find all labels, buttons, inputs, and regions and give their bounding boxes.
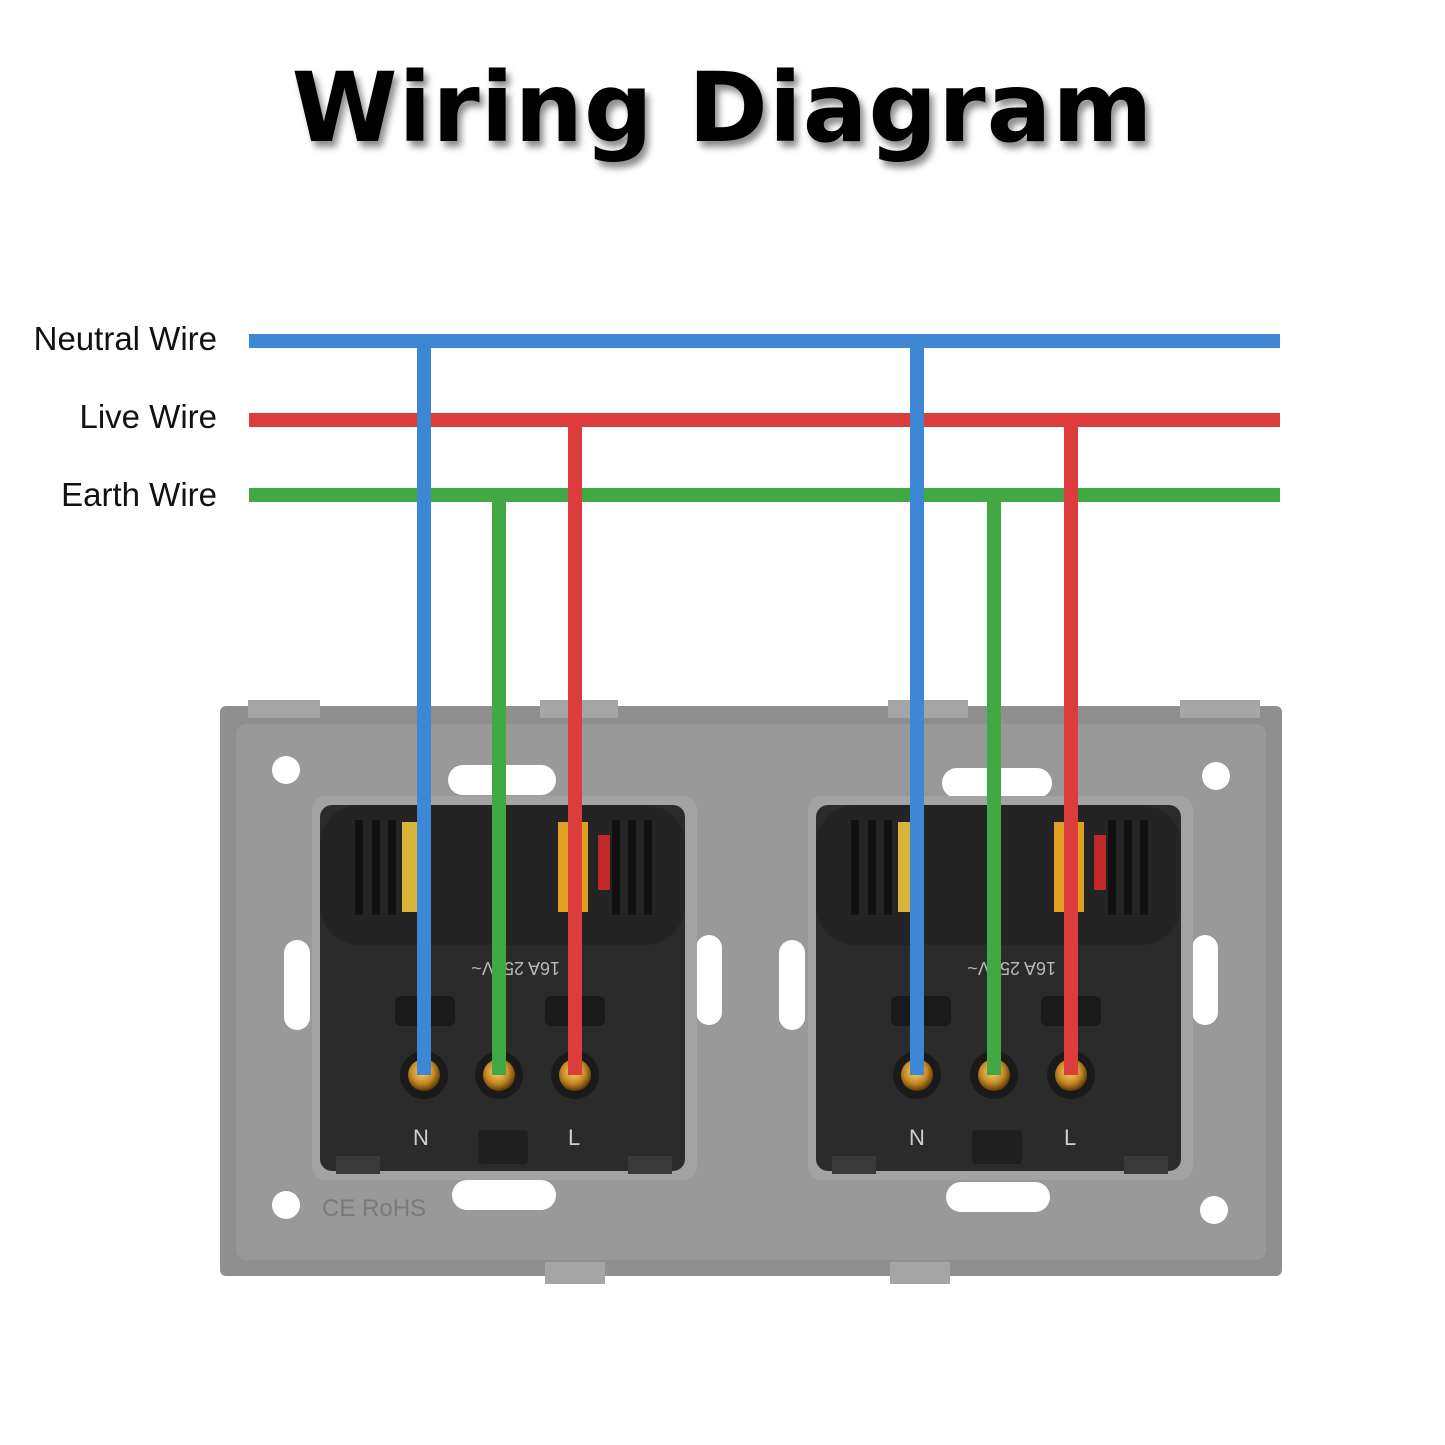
live-bus-wire	[249, 413, 1280, 427]
socket-1-l-marking: L	[568, 1125, 580, 1150]
socket-2-neutral-drop	[910, 341, 924, 1075]
socket-2-n-marking: N	[909, 1125, 925, 1150]
socket-1-live-drop	[568, 420, 582, 1075]
socket-1-earth-drop	[492, 495, 506, 1075]
socket-1-n-marking: N	[413, 1125, 429, 1150]
socket-2-earth-drop	[987, 495, 1001, 1075]
neutral-bus-wire	[249, 334, 1280, 348]
drop-wires	[417, 341, 1078, 1075]
live-wire-label: Live Wire	[79, 398, 217, 435]
socket-1-rating: 16A 250V~	[471, 958, 560, 978]
page-title: Wiring Diagram	[291, 52, 1154, 164]
plate-marking: CE RoHS	[322, 1195, 426, 1222]
earth-wire-label: Earth Wire	[61, 476, 217, 513]
socket-1-neutral-drop	[417, 341, 431, 1075]
socket-2-rating: 16A 250V~	[967, 958, 1056, 978]
bus-wires	[249, 334, 1280, 502]
earth-bus-wire	[249, 488, 1280, 502]
neutral-wire-label: Neutral Wire	[33, 320, 217, 357]
socket-2-live-drop	[1064, 420, 1078, 1075]
socket-2-l-marking: L	[1064, 1125, 1076, 1150]
